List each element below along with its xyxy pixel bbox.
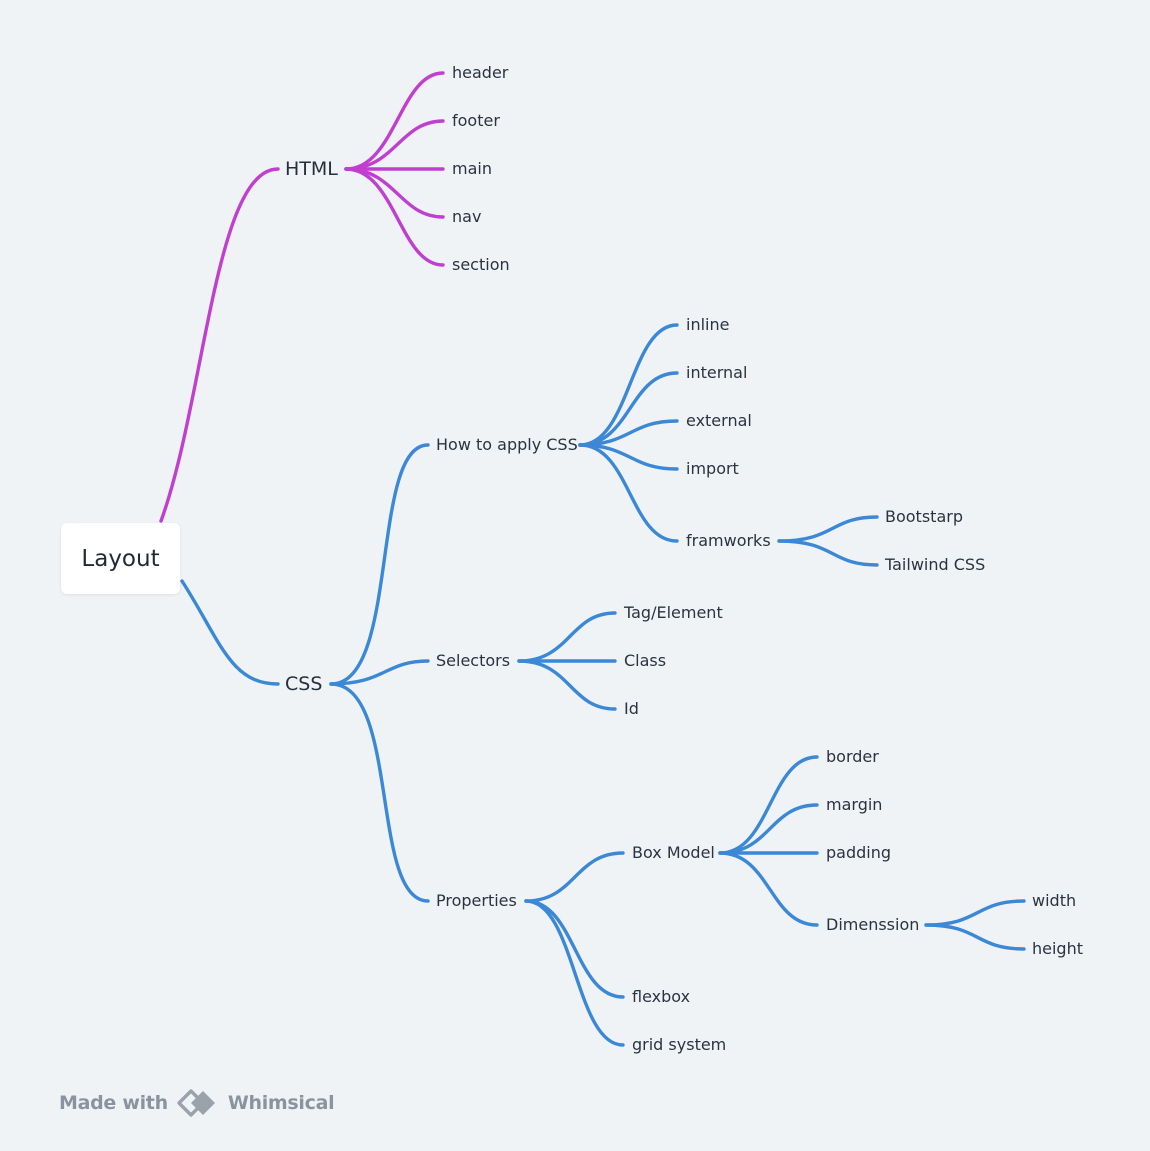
node-frameworks[interactable]: framworks	[686, 531, 771, 550]
node-bootstrap[interactable]: Bootstarp	[885, 507, 963, 526]
node-import[interactable]: import	[686, 459, 739, 478]
edge-root-css	[180, 579, 280, 686]
node-tailwind-css[interactable]: Tailwind CSS	[885, 555, 986, 574]
node-flexbox[interactable]: flexbox	[632, 987, 691, 1006]
whimsical-brand-label: Whimsical	[227, 1092, 335, 1114]
node-css[interactable]: CSS	[285, 673, 323, 695]
node-external[interactable]: external	[686, 411, 752, 430]
edge-dimension-width	[924, 899, 1026, 927]
edge-boxmodel-dimension	[718, 851, 819, 927]
node-grid-system[interactable]: grid system	[632, 1035, 727, 1054]
edge-howto-inline	[578, 323, 679, 447]
edge-frameworks-tailwind	[777, 539, 879, 567]
edge-dimension-height	[924, 923, 1026, 951]
edge-boxmodel-border	[718, 755, 819, 855]
whimsical-logo-icon	[176, 1088, 220, 1118]
node-dimension[interactable]: Dimenssion	[826, 915, 920, 934]
edge-selectors-id	[517, 659, 617, 711]
node-selectors[interactable]: Selectors	[436, 651, 511, 670]
edge-frameworks-bootstrap	[777, 515, 879, 543]
edge-selectors-tag	[517, 611, 617, 663]
node-id[interactable]: Id	[624, 699, 639, 718]
edge-boxmodel-margin	[718, 803, 819, 855]
node-margin[interactable]: margin	[826, 795, 883, 814]
made-with-label: Made with	[59, 1092, 168, 1114]
node-html-footer[interactable]: footer	[452, 111, 500, 130]
root-node[interactable]: Layout	[61, 523, 180, 594]
edge-howto-internal	[578, 371, 679, 447]
node-box-model[interactable]: Box Model	[632, 843, 715, 862]
node-internal[interactable]: internal	[686, 363, 748, 382]
node-html-header[interactable]: header	[452, 63, 509, 82]
node-inline[interactable]: inline	[686, 315, 730, 334]
edge-properties-grid	[524, 899, 625, 1047]
node-html-nav[interactable]: nav	[452, 207, 482, 226]
node-padding[interactable]: padding	[826, 843, 892, 862]
node-how-to-apply-css[interactable]: How to apply CSS	[436, 435, 578, 454]
node-height[interactable]: height	[1032, 939, 1083, 958]
edge-css-properties	[329, 682, 430, 903]
edge-root-html	[159, 167, 280, 523]
node-tag-element[interactable]: Tag/Element	[624, 603, 723, 622]
node-properties[interactable]: Properties	[436, 891, 517, 910]
edge-css-howto	[329, 443, 430, 686]
node-html[interactable]: HTML	[285, 158, 338, 180]
edge-css-selectors	[329, 659, 430, 686]
edge-howto-import	[578, 443, 679, 471]
node-width[interactable]: width	[1032, 891, 1077, 910]
edge-html-header	[344, 71, 445, 171]
edge-properties-boxmodel	[524, 851, 625, 903]
made-with-whimsical[interactable]: Made with Whimsical	[59, 1088, 335, 1118]
node-html-section[interactable]: section	[452, 255, 510, 274]
edge-howto-frameworks	[578, 443, 679, 543]
node-html-main[interactable]: main	[452, 159, 492, 178]
node-border[interactable]: border	[826, 747, 879, 766]
node-class[interactable]: Class	[624, 651, 667, 670]
edge-properties-flexbox	[524, 899, 625, 999]
edge-html-section	[344, 167, 445, 267]
edge-html-footer	[344, 119, 445, 171]
